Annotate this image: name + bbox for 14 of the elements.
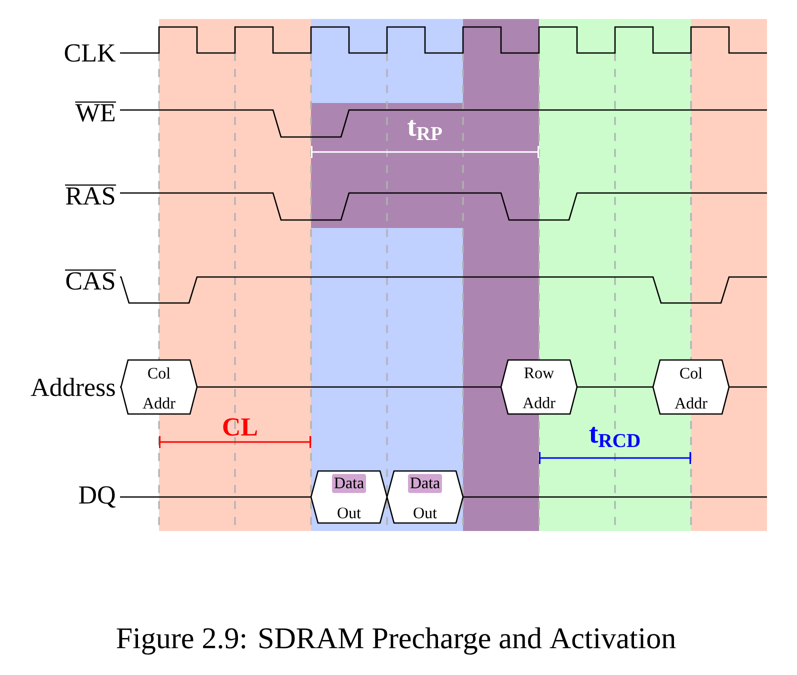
signal-name: CLK	[64, 44, 116, 62]
signal-name: CAS	[65, 269, 116, 290]
signal-name: DQ	[79, 486, 116, 508]
figure-caption: Figure 2.9: SDRAM Precharge and Activation	[116, 627, 676, 655]
bus-value-hexagon: Data Out	[310, 470, 388, 524]
signal-name: WE	[75, 101, 116, 122]
timing-label: t$_{RP}$	[407, 120, 442, 140]
bus-value-hexagon: Row Addr	[500, 359, 578, 415]
bus-value-hexagon: Data Out	[386, 470, 464, 524]
bus-value-hexagon: Col Addr	[120, 359, 198, 415]
timing-label: CL	[223, 418, 257, 436]
signal-name: RAS	[65, 184, 116, 205]
bus-value-hexagon: Col Addr	[652, 359, 730, 415]
timing-label: t$_{RCD}$	[589, 426, 640, 448]
